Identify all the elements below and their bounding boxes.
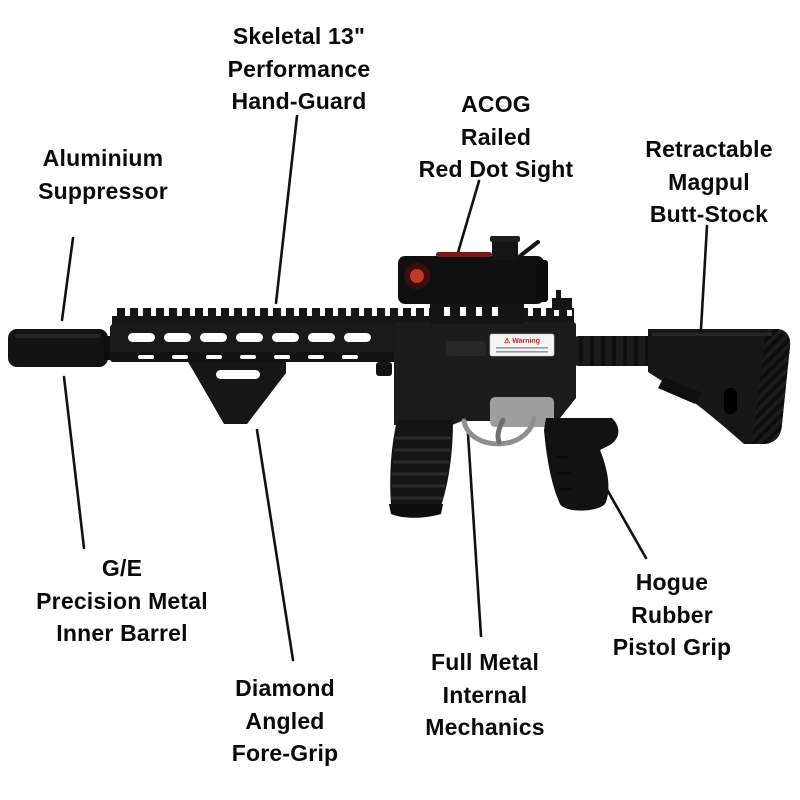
scope-body [398, 256, 544, 304]
magazine-ribs [391, 436, 451, 500]
rear-sight [552, 290, 572, 310]
stock-adjust-lever [658, 377, 702, 404]
stock-top-edge [652, 333, 772, 336]
magazine-floorplate [389, 504, 443, 518]
rifle-illustration: ⚠ Warning [8, 236, 791, 518]
red-dot-sight [398, 236, 548, 324]
scope-turret-cap [490, 236, 520, 242]
connector-sight [455, 179, 481, 258]
label-pistol-grip: Hogue Rubber Pistol Grip [612, 569, 732, 661]
buffer-tube [572, 336, 664, 366]
foregrip-slot [216, 370, 260, 379]
scope-lens [410, 269, 424, 283]
label-suppressor: Aluminium Suppressor [38, 145, 168, 204]
label-internals: Full Metal Internal Mechanics [425, 649, 545, 741]
buttstock-part [648, 329, 791, 444]
label-foregrip: Diamond Angled Fore-Grip [231, 675, 339, 767]
gas-block [376, 362, 392, 376]
suppressor-highlight [15, 334, 101, 338]
connector-foregrip [255, 428, 295, 662]
label-handguard: Skeletal 13" Performance Hand-Guard [227, 23, 371, 115]
scope-turret [492, 240, 518, 260]
grip-finger-grooves [555, 455, 573, 491]
label-inner-barrel: G/E Precision Metal Inner Barrel [36, 555, 208, 647]
handguard-bottom-notches [138, 355, 358, 359]
internal-mechanics-silver [490, 397, 554, 427]
ejection-port [446, 341, 486, 356]
label-buttstock: Retractable Magpul Butt-Stock [645, 136, 773, 228]
connector-handguard [274, 114, 299, 305]
mlok-slots [128, 333, 371, 342]
scope-mount-slots [444, 307, 498, 316]
connector-inner-barrel [62, 375, 86, 550]
connector-buttstock [699, 224, 709, 331]
connector-lines [60, 114, 709, 662]
trigger [495, 417, 506, 445]
scope-eyepiece [536, 260, 548, 302]
pistol-grip-part [544, 418, 619, 511]
scope-lever [518, 240, 540, 258]
warning-sticker: ⚠ Warning [489, 333, 555, 357]
scope-fiber-strip [436, 252, 492, 257]
top-rail [112, 316, 574, 326]
connector-suppressor [60, 236, 75, 322]
stock-slot [724, 388, 737, 414]
warning-sticker-text: ⚠ Warning [504, 337, 540, 345]
connector-internals [466, 432, 483, 638]
top-rail-teeth [112, 308, 574, 316]
label-sight: ACOG Railed Red Dot Sight [418, 91, 574, 183]
suppressor-part [8, 329, 108, 367]
foregrip-part [188, 362, 286, 424]
butt-pad [752, 329, 791, 444]
